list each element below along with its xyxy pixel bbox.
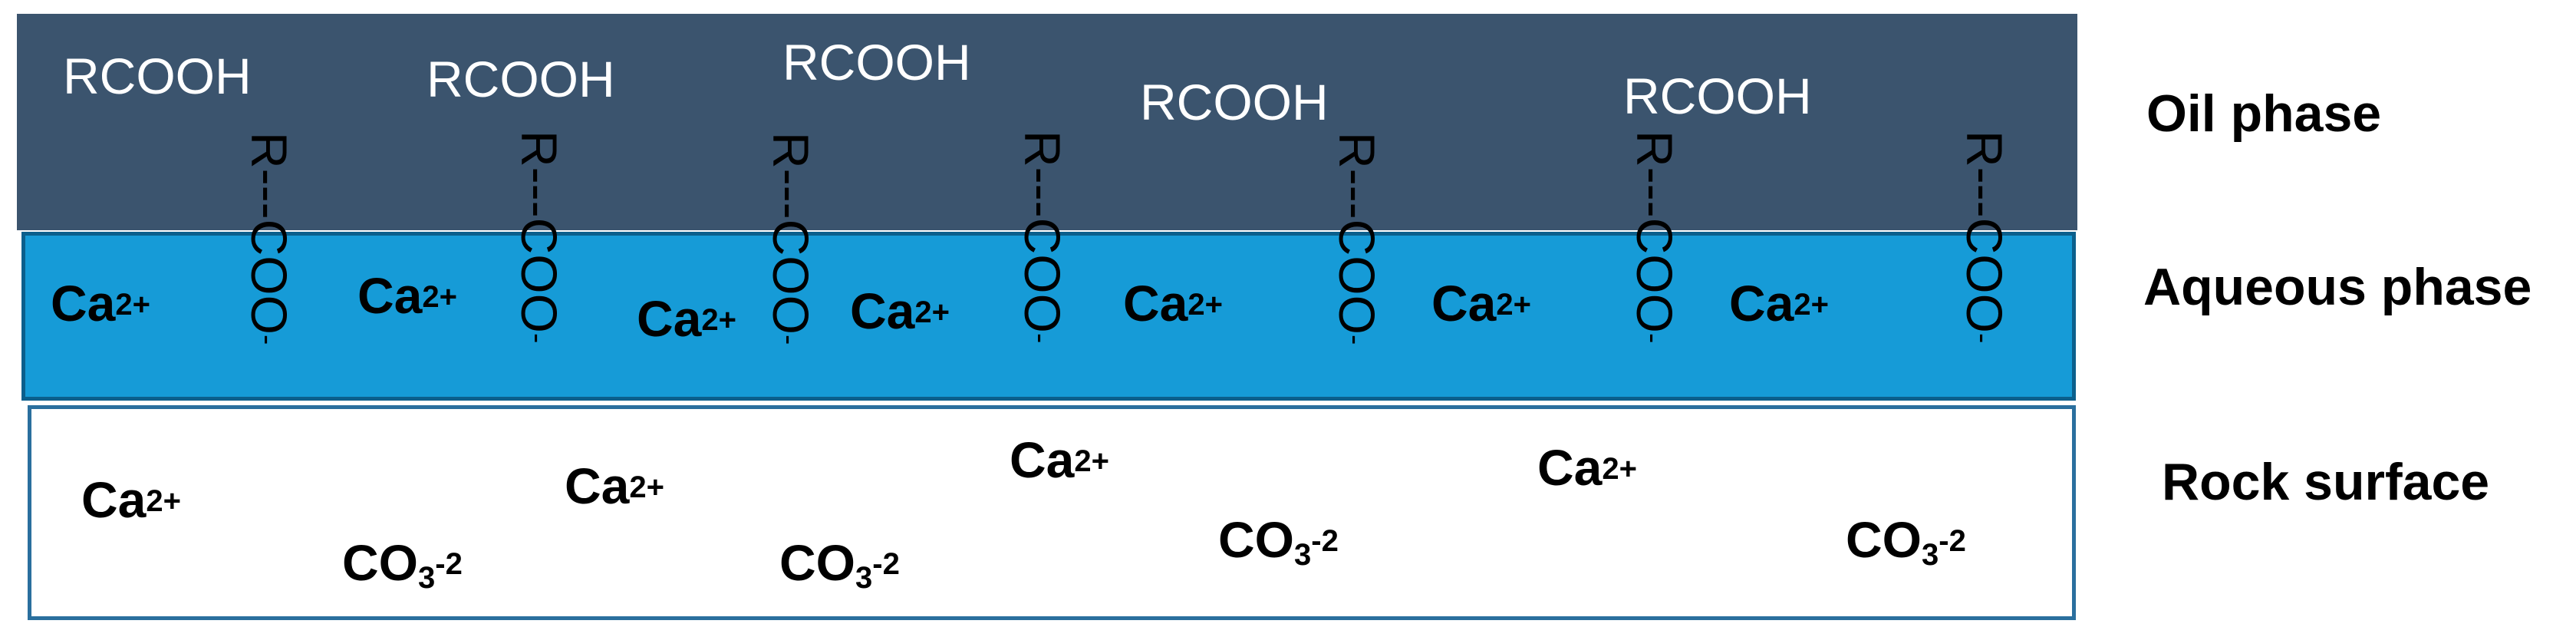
rcooh-label: RCOOH (782, 34, 971, 91)
rock-surface-label: Rock surface (2162, 453, 2490, 511)
calcium-ion: Ca2+ (357, 267, 457, 324)
carbonate-ion: CO3-2 (1846, 511, 1966, 572)
rcooh-label: RCOOH (1623, 68, 1812, 124)
calcium-ion: Ca2+ (1729, 275, 1829, 332)
calcium-ion: Ca2+ (51, 275, 150, 332)
carbonate-ion: CO3-2 (779, 534, 900, 595)
carbonate-ion: CO3-2 (342, 534, 463, 595)
carbonate-ion: CO3-2 (1218, 511, 1339, 572)
calcium-ion: Ca2+ (850, 282, 950, 339)
carboxylate-chain: R---COO- (763, 132, 819, 345)
rcooh-label: RCOOH (63, 48, 252, 104)
calcium-ion: Ca2+ (1123, 275, 1223, 332)
calcium-ion: Ca2+ (81, 471, 181, 528)
calcium-ion: Ca2+ (637, 290, 736, 347)
aqueous-phase-label: Aqueous phase (2143, 258, 2532, 316)
carboxylate-chain: R---COO- (1626, 130, 1683, 344)
rock-surface-layer (28, 405, 2076, 620)
oil-phase-layer (17, 14, 2077, 230)
carboxylate-chain: R---COO- (1956, 130, 2013, 344)
calcium-ion: Ca2+ (1010, 431, 1109, 488)
carboxylate-chain: R---COO- (511, 130, 568, 344)
carboxylate-chain: R---COO- (241, 132, 298, 345)
calcium-ion: Ca2+ (565, 457, 664, 514)
carboxylate-chain: R---COO- (1329, 132, 1385, 345)
carboxylate-chain: R---COO- (1014, 130, 1071, 344)
rcooh-label: RCOOH (1140, 74, 1329, 130)
oil-phase-label: Oil phase (2146, 84, 2382, 143)
calcium-ion: Ca2+ (1431, 275, 1531, 332)
rcooh-label: RCOOH (427, 51, 615, 107)
aqueous-phase-layer (21, 232, 2076, 401)
calcium-ion: Ca2+ (1537, 439, 1637, 496)
